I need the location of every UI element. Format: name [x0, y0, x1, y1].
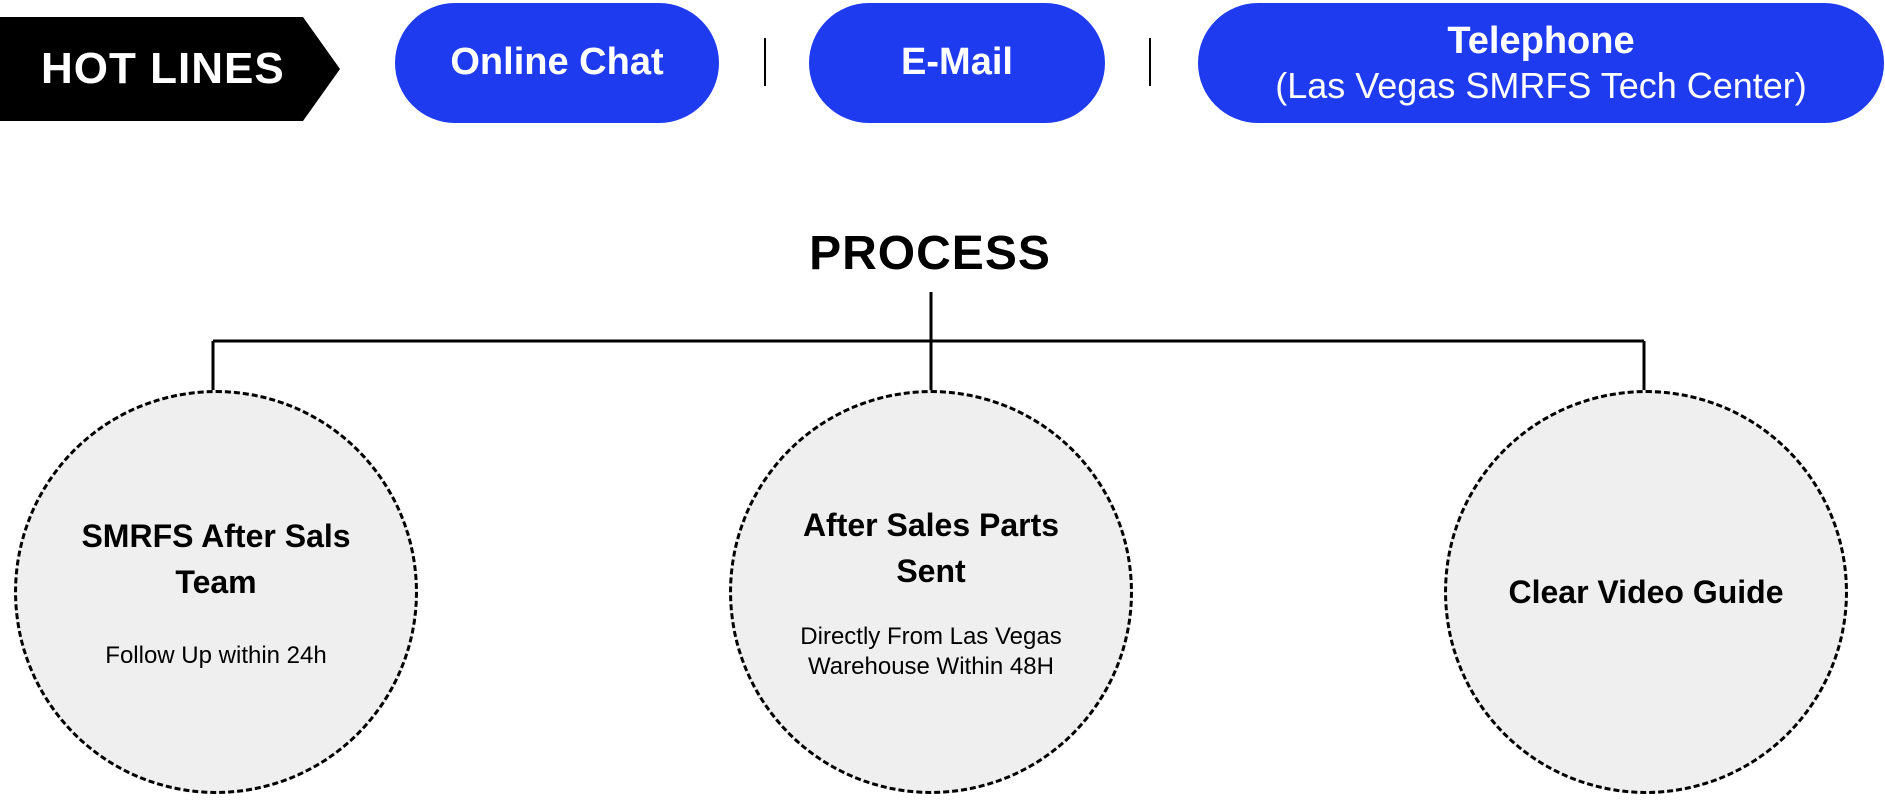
hot-lines-text: HOT LINES [41, 44, 285, 93]
email-label: E-Mail [901, 41, 1013, 84]
process-step-parts-sent: After Sales Parts Sent Directly From Las… [729, 390, 1133, 794]
telephone-button[interactable]: Telephone (Las Vegas SMRFS Tech Center) [1198, 3, 1884, 123]
process-title: PROCESS [809, 227, 1051, 280]
email-button[interactable]: E-Mail [809, 3, 1105, 123]
step-title: SMRFS After Sals Team [81, 517, 351, 600]
telephone-location: (Las Vegas SMRFS Tech Center) [1275, 65, 1807, 107]
step-title: After Sales Parts Sent [802, 506, 1060, 589]
process-step-video-guide: Clear Video Guide [1444, 390, 1848, 794]
telephone-label: Telephone [1447, 19, 1635, 62]
step-description: Follow Up within 24h [105, 642, 327, 670]
divider [764, 38, 766, 86]
step-title: Clear Video Guide [1508, 573, 1784, 610]
hot-lines-label: HOT LINES [0, 17, 340, 121]
process-step-after-sales-team: SMRFS After Sals Team Follow Up within 2… [14, 390, 418, 794]
step-description: Directly From Las Vegas Warehouse Within… [800, 623, 1062, 681]
online-chat-label: Online Chat [450, 41, 664, 84]
online-chat-button[interactable]: Online Chat [395, 3, 719, 123]
divider [1149, 38, 1151, 86]
